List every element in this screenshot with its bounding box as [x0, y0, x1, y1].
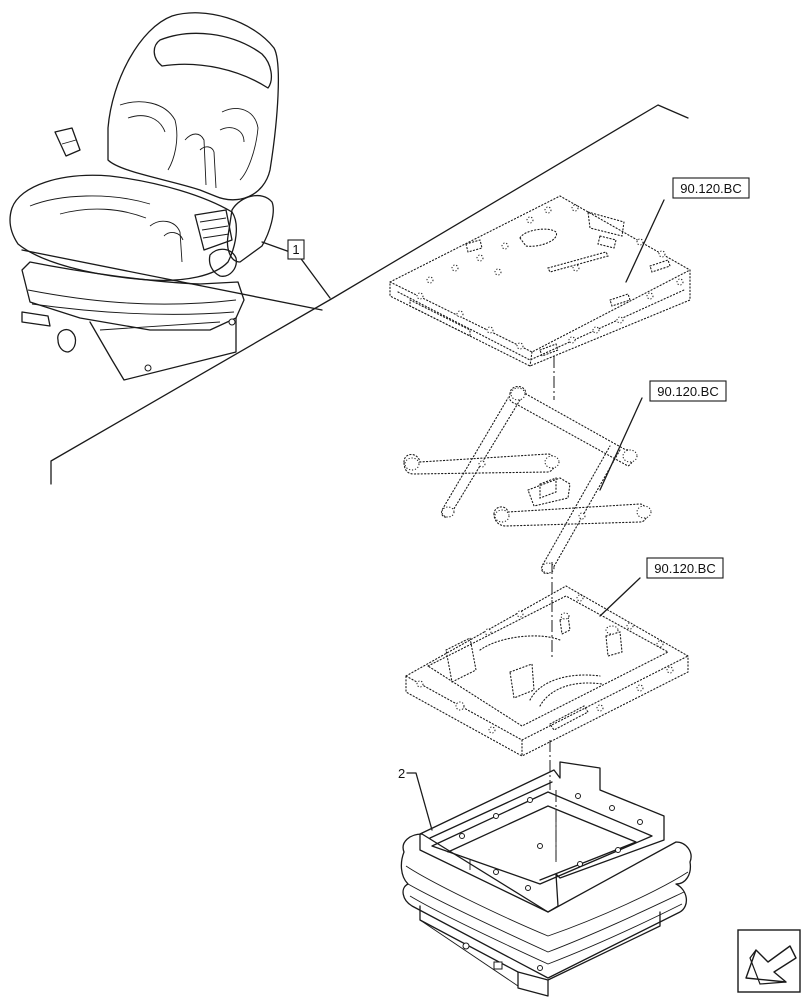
view-boundary-lines — [21, 104, 689, 485]
callout-item-1: 1 — [261, 239, 331, 299]
bellows-cover — [400, 761, 692, 997]
top-plate — [389, 195, 691, 367]
assembly-center-lines — [549, 356, 557, 860]
base-frame — [405, 585, 689, 757]
back-arrow-icon[interactable] — [737, 929, 801, 993]
scissor-mechanism — [403, 385, 652, 575]
callout-ref-top-plate: 90.120.BC — [625, 177, 750, 283]
callout-ref-base-frame: 90.120.BC — [599, 557, 724, 617]
callout-item-2: 2 — [398, 766, 433, 831]
callout-ref-top-plate-label: 90.120.BC — [680, 181, 741, 196]
callout-item-2-label: 2 — [398, 766, 405, 781]
callout-ref-scissor-label: 90.120.BC — [657, 384, 718, 399]
assembled-seat-illustration — [9, 12, 279, 381]
callout-item-1-label: 1 — [292, 242, 299, 257]
callout-ref-base-frame-label: 90.120.BC — [654, 561, 715, 576]
callout-ref-scissor: 90.120.BC — [599, 380, 727, 491]
